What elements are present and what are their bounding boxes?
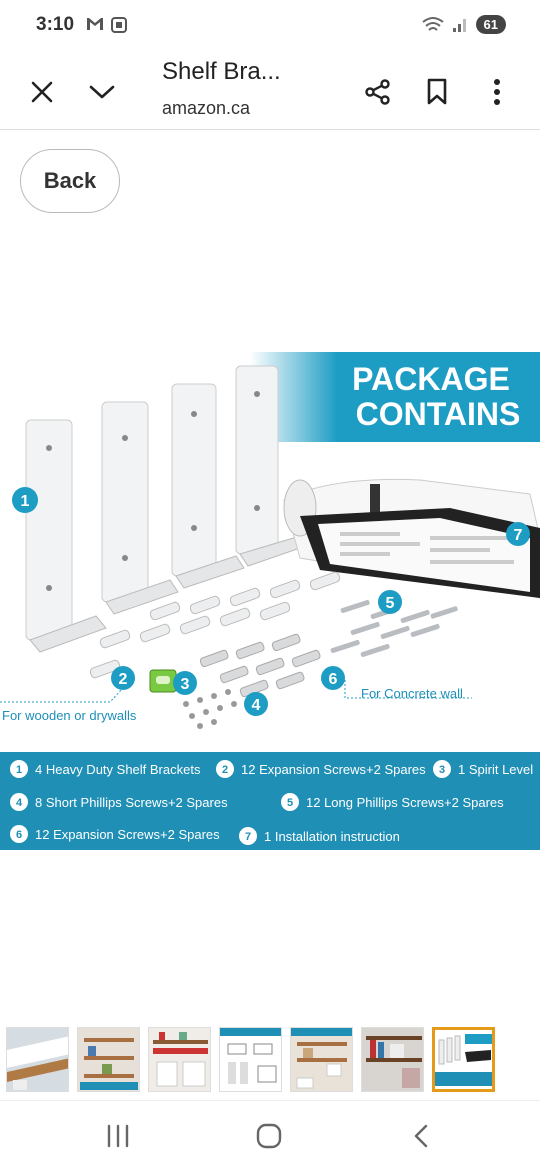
thumbnail[interactable] — [148, 1027, 211, 1092]
thumbnail[interactable] — [219, 1027, 282, 1092]
item-7-num: 7 — [245, 831, 251, 843]
item-1-num: 1 — [16, 764, 22, 776]
item-4-num: 4 — [16, 797, 23, 809]
spirit-level — [149, 669, 177, 693]
item-5: 5 12 Long Phillips Screws+2 Spares — [281, 793, 504, 811]
bracket — [101, 401, 179, 615]
short-phillips-screws — [183, 689, 237, 729]
callout-6: 6 — [321, 666, 345, 690]
banner-background — [250, 352, 540, 442]
back-arrow-icon — [414, 1124, 428, 1148]
share-button[interactable] — [358, 72, 398, 112]
item-6-num: 6 — [16, 829, 22, 841]
expansion-anchors — [89, 571, 341, 679]
screenshot-icon — [111, 17, 127, 33]
thumbnail-strip — [6, 1027, 495, 1092]
item-2-text: 12 Expansion Screws+2 Spares — [241, 762, 426, 777]
status-right: 61 — [421, 15, 506, 34]
bookmark-button[interactable] — [417, 72, 457, 112]
callout-5: 5 — [378, 590, 402, 614]
browser-toolbar: Shelf Bra... amazon.ca — [0, 52, 540, 130]
more-vertical-icon — [494, 79, 500, 105]
callout-3: 3 — [173, 671, 197, 695]
item-1: 1 4 Heavy Duty Shelf Brackets — [10, 760, 201, 778]
bracket — [235, 365, 307, 567]
item-7-text: 1 Installation instruction — [264, 829, 400, 844]
shelf-brackets — [25, 365, 307, 653]
bookmark-icon — [427, 78, 447, 105]
callout-1-label: 1 — [21, 493, 30, 510]
callout-6-label: 6 — [329, 671, 338, 688]
item-3: 3 1 Spirit Level — [433, 760, 533, 778]
system-navigation-bar — [0, 1100, 540, 1170]
thumbnail[interactable] — [6, 1027, 69, 1092]
item-5-text: 12 Long Phillips Screws+2 Spares — [306, 795, 504, 810]
page-domain: amazon.ca — [162, 98, 251, 118]
collapse-button[interactable] — [82, 72, 122, 112]
status-bar: 3:10 61 — [0, 0, 540, 52]
banner-line-2: CONTAINS — [356, 396, 521, 432]
label-wooden-drywalls: For wooden or drywalls — [2, 708, 137, 723]
thumbnail[interactable] — [77, 1027, 140, 1092]
callout-3-label: 3 — [181, 676, 190, 693]
callout-1: 1 — [12, 487, 38, 513]
callout-4-label: 4 — [252, 697, 261, 714]
back-nav-button[interactable] — [401, 1119, 441, 1153]
callout-7: 7 — [506, 522, 530, 546]
callout-4: 4 — [244, 692, 268, 716]
battery-level: 61 — [475, 15, 506, 34]
home-button[interactable] — [249, 1119, 289, 1153]
item-6: 6 12 Expansion Screws+2 Spares — [10, 825, 220, 843]
bracket — [171, 383, 245, 589]
callout-2-label: 2 — [119, 671, 128, 688]
callout-7-label: 7 — [514, 527, 523, 544]
guide-line-concrete — [344, 680, 472, 699]
close-icon — [31, 81, 53, 103]
item-7: 7 1 Installation instruction — [239, 827, 400, 845]
back-button[interactable]: Back — [20, 149, 120, 213]
page-title: Shelf Bra... — [162, 58, 281, 85]
home-icon — [256, 1123, 282, 1149]
item-3-text: 1 Spirit Level — [458, 762, 533, 777]
banner-line-1: PACKAGE — [352, 361, 510, 397]
product-image[interactable]: PACKAGE CONTAINS — [0, 348, 540, 852]
item-6-text: 12 Expansion Screws+2 Spares — [35, 827, 220, 842]
signal-icon — [452, 18, 466, 32]
gmail-icon — [87, 18, 103, 30]
thumbnail[interactable] — [290, 1027, 353, 1092]
item-2-num: 2 — [222, 764, 228, 776]
callout-5-label: 5 — [386, 595, 395, 612]
more-options-button[interactable] — [477, 72, 517, 112]
recent-apps-icon — [107, 1124, 129, 1148]
item-3-num: 3 — [439, 764, 445, 776]
item-2: 2 12 Expansion Screws+2 Spares — [216, 760, 426, 778]
thumbnail[interactable] — [361, 1027, 424, 1092]
share-icon — [365, 79, 390, 105]
guide-line-wood — [0, 687, 124, 703]
concrete-anchors — [199, 633, 321, 698]
chevron-down-icon — [89, 85, 115, 99]
thumbnail-selected[interactable] — [432, 1027, 495, 1092]
item-5-num: 5 — [287, 797, 293, 809]
item-1-text: 4 Heavy Duty Shelf Brackets — [35, 762, 201, 777]
bracket — [25, 419, 107, 653]
item-4-text: 8 Short Phillips Screws+2 Spares — [35, 795, 228, 810]
recent-apps-button[interactable] — [98, 1119, 138, 1153]
status-time: 3:10 — [36, 14, 75, 35]
installation-instruction-sheet — [283, 478, 540, 599]
label-concrete-wall: For Concrete wall — [361, 686, 463, 701]
wifi-icon — [421, 16, 444, 31]
long-phillips-screws — [330, 599, 458, 657]
close-button[interactable] — [22, 72, 62, 112]
status-notification-icons — [86, 16, 128, 34]
item-4: 4 8 Short Phillips Screws+2 Spares — [10, 793, 228, 811]
callout-2: 2 — [111, 666, 135, 690]
